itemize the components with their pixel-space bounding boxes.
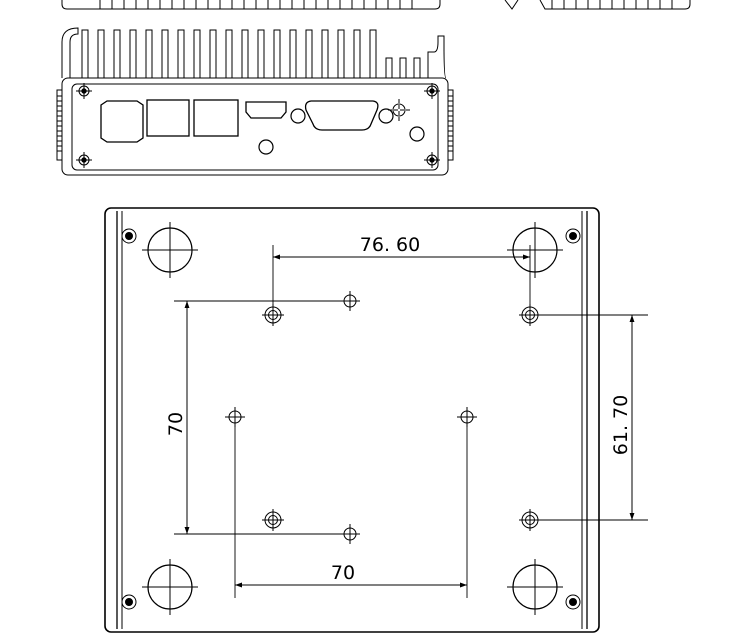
mount-hole-upper-right (519, 304, 541, 326)
vga-screw-hole-right (378, 108, 394, 124)
panel-screw-top-left (76, 83, 92, 99)
panel-screw-bottom-right (424, 152, 440, 168)
dimension-top: 76. 60 (273, 234, 530, 260)
enclosure-outline (104, 207, 600, 633)
usb-port-cutout-1 (146, 99, 190, 137)
top-partial-view (61, 0, 691, 10)
vesa-hole-right (457, 407, 477, 427)
dimension-bottom: 70 (235, 562, 467, 588)
enclosure-screw-bottom-left (121, 594, 137, 610)
dimension-label-left: 70 (165, 412, 187, 436)
bottom-plan-view: 76. 60 70 70 61. 70 (104, 207, 648, 633)
front-panel-view (56, 27, 454, 176)
mount-hole-upper-left (262, 304, 284, 326)
hdmi-port-cutout (245, 101, 287, 119)
power-jack-hole (258, 139, 274, 155)
panel-screw-bottom-left (76, 152, 92, 168)
dimension-right: 61. 70 (610, 315, 635, 520)
panel-screw-top-right (424, 83, 440, 99)
port-cutout-left (100, 100, 144, 143)
panel-body (56, 77, 454, 176)
vesa-hole-left (225, 407, 245, 427)
mount-hole-lower-right (519, 509, 541, 531)
vesa-hole-bottom (340, 524, 360, 544)
vga-screw-hole-left (290, 108, 306, 124)
extension-lines (174, 245, 648, 598)
dimension-label-bottom: 70 (331, 562, 355, 584)
corner-foot-hole-top-left (142, 222, 198, 278)
enclosure-screw-bottom-right (565, 594, 581, 610)
vesa-hole-top-right (340, 291, 360, 311)
dimension-label-top: 76. 60 (360, 234, 420, 256)
corner-foot-hole-bottom-left (142, 559, 198, 615)
vga-port-cutout (304, 100, 379, 131)
corner-foot-hole-top-right (507, 222, 563, 278)
dimension-left: 70 (165, 301, 190, 534)
dimension-label-right: 61. 70 (610, 395, 632, 455)
usb-port-cutout-2 (193, 99, 239, 137)
antenna-hole (388, 99, 410, 121)
mount-hole-lower-left (262, 509, 284, 531)
enclosure-screw-top-right (565, 228, 581, 244)
corner-foot-hole-bottom-right (507, 559, 563, 615)
heatsink-fins (61, 27, 447, 79)
enclosure-screw-top-left (121, 228, 137, 244)
power-button-hole (409, 126, 425, 142)
